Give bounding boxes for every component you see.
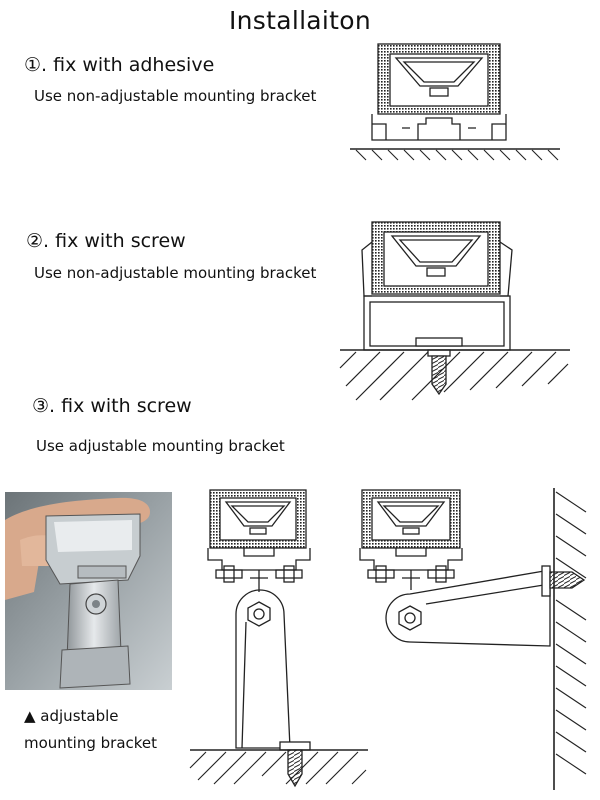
- diagram-adjustable-floor-mount: [189, 489, 368, 788]
- diagram-adhesive-mount: [350, 43, 560, 161]
- step-3-note: Use adjustable mounting bracket: [36, 437, 285, 455]
- diagram-screw-fixed-mount: [339, 221, 570, 401]
- ground-hatch: [339, 351, 569, 401]
- photo-caption-line2: mounting bracket: [24, 734, 158, 752]
- step-2-note: Use non-adjustable mounting bracket: [34, 264, 317, 282]
- step-2-label: ②. fix with screw: [26, 230, 186, 252]
- step-1-label: ①. fix with adhesive: [24, 54, 215, 76]
- diagram-adjustable-wall-mount: [359, 488, 587, 790]
- wall-hatch: [555, 491, 587, 775]
- page-title: Installaiton: [228, 6, 372, 35]
- bracket-photo: [5, 492, 172, 690]
- step-1-note: Use non-adjustable mounting bracket: [34, 87, 317, 105]
- ground-hatch: [189, 751, 367, 785]
- step-3-label: ③. fix with screw: [32, 395, 192, 417]
- ground-hatch: [355, 149, 559, 161]
- photo-caption-line1: ▲ adjustable: [24, 707, 119, 725]
